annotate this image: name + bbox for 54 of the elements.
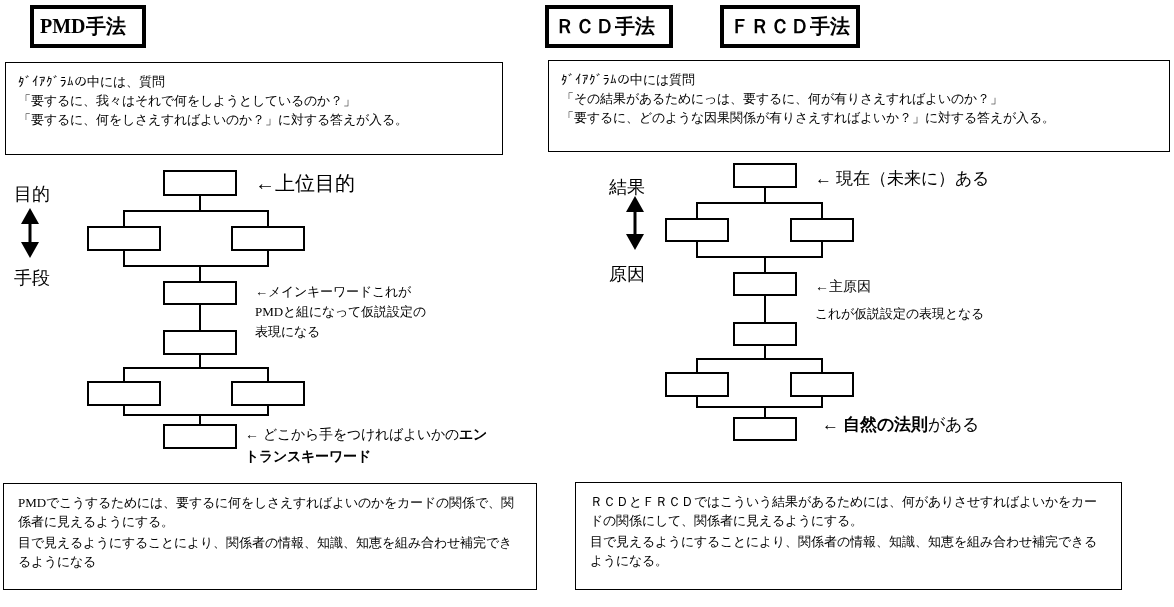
annotation-text: ←メインキーワードこれがPMDと組になって仮説設定の表現になる bbox=[255, 283, 428, 342]
paragraph-text: 目で見えるようにすることにより、関係者の情報、知識、知恵を組み合わせ補完できるようになる。 bbox=[590, 532, 1098, 570]
annotation-text: ← どこから手をつければよいかのエントランスキーワード bbox=[245, 426, 488, 466]
connector-line bbox=[199, 405, 269, 425]
empty-box bbox=[87, 381, 161, 406]
connector-line bbox=[764, 295, 766, 323]
empty-box bbox=[163, 424, 237, 449]
connector-line bbox=[764, 241, 823, 273]
annotation-text: ←主原因 bbox=[815, 278, 872, 296]
empty-box bbox=[163, 281, 237, 305]
empty-box bbox=[231, 381, 305, 406]
empty-box bbox=[733, 272, 797, 296]
paragraph-text: 「要するに、我々はそれで何をしようとしているのか？」 bbox=[18, 91, 357, 110]
axis-label: 手段 bbox=[14, 267, 50, 290]
text-box bbox=[3, 483, 537, 590]
empty-box bbox=[163, 330, 237, 355]
text-box bbox=[575, 482, 1122, 590]
empty-box bbox=[733, 322, 797, 346]
title-box: PMD手法 bbox=[30, 5, 146, 48]
annotation-text: ←上位目的 bbox=[255, 171, 356, 196]
paragraph-text: 「要するに、何をしさえすればよいのか？」に対する答えが入る。 bbox=[18, 110, 409, 129]
connector-line bbox=[199, 304, 201, 331]
annotation-text: ← 現在（未来に）ある bbox=[815, 168, 991, 190]
heading-text: ﾀﾞｲｱｸﾞﾗﾑの中には質問 bbox=[561, 71, 696, 89]
connector-line bbox=[199, 354, 269, 382]
title-box: ＲＣＤ手法 bbox=[545, 5, 673, 48]
connector-line bbox=[764, 396, 823, 418]
text-box bbox=[548, 60, 1170, 152]
connector-line bbox=[764, 345, 823, 373]
empty-box bbox=[733, 417, 797, 441]
empty-box bbox=[790, 218, 854, 242]
paragraph-text: PMDでこうするためには、要するに何をしさえすればよいのかをカードの関係で、関係者に見えるようにする。 bbox=[18, 494, 516, 531]
connector-line bbox=[199, 250, 269, 282]
paragraph-text: 「その結果があるためにっは、要するに、何が有りさえすればよいのか？」 bbox=[561, 89, 1004, 108]
empty-box bbox=[231, 226, 305, 251]
heading-text: ﾀﾞｲｱｸﾞﾗﾑの中には、質問 bbox=[18, 73, 166, 91]
connector-line bbox=[199, 195, 269, 227]
connector-line bbox=[764, 187, 823, 219]
annotation-text: ← 自然の法則がある bbox=[822, 414, 981, 436]
axis-label: 結果 bbox=[609, 176, 645, 199]
empty-box bbox=[665, 218, 729, 242]
title-box: ＦＲＣＤ手法 bbox=[720, 5, 860, 48]
empty-box bbox=[790, 372, 854, 397]
empty-box bbox=[733, 163, 797, 188]
empty-box bbox=[665, 372, 729, 397]
axis-label: 原因 bbox=[609, 263, 645, 286]
empty-box bbox=[87, 226, 161, 251]
paragraph-text: ＲＣＤとＦＲＣＤではこういう結果があるためには、何がありさせすればよいかをカードの関係にして、関係者に見えるようにする。 bbox=[590, 493, 1098, 530]
paragraph-text: 目で見えるようにすることにより、関係者の情報、知識、知恵を組み合わせ補完できるようになる bbox=[18, 533, 513, 571]
annotation-text: これが仮説設定の表現となる bbox=[815, 305, 985, 323]
paragraph-text: 「要するに、どのような因果関係が有りさえすればよいか？」に対する答えが入る。 bbox=[561, 108, 1056, 127]
text-box bbox=[5, 62, 503, 155]
axis-label: 目的 bbox=[14, 183, 50, 206]
empty-box bbox=[163, 170, 237, 196]
